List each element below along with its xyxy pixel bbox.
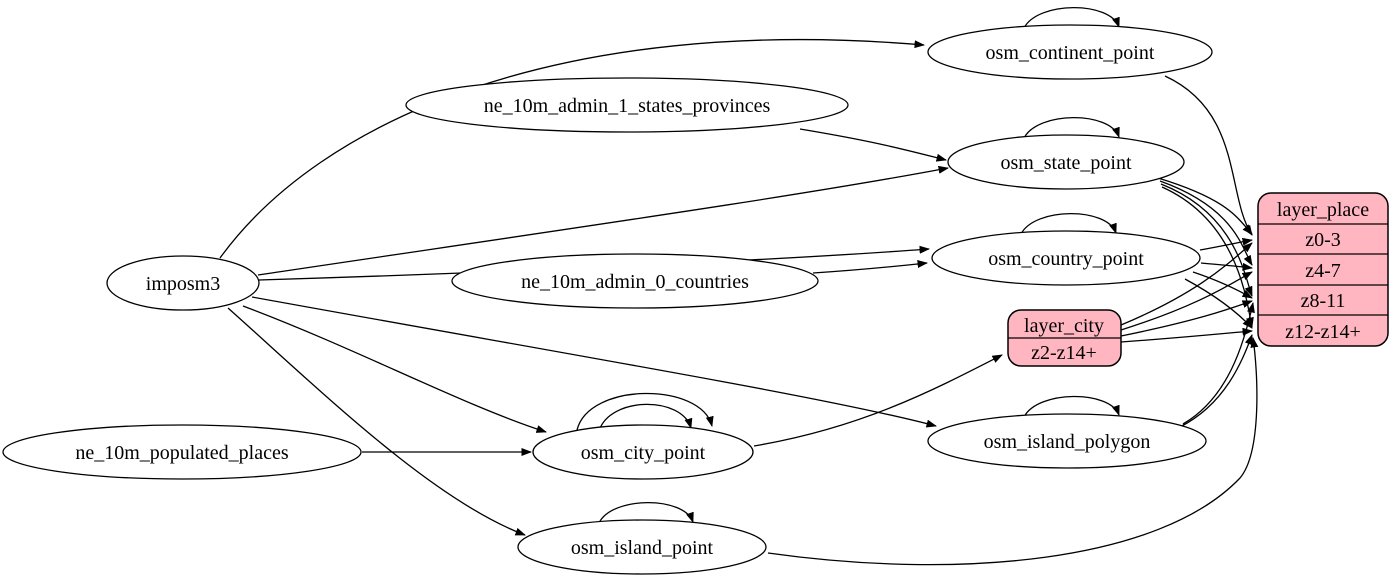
node-osm_island_polygon-label: osm_island_polygon [984,431,1151,453]
node-osm_continent_point-shape [927,24,1213,80]
record-layer_place-row-z0-3: z0-3 [1305,229,1341,251]
node-osm_state_point-shape [947,134,1185,190]
edge-osm_island_point-layer_place-z12-z14 [767,337,1259,566]
node-ne_10m_populated_places-shape [2,424,362,480]
record-layer_city: layer_city z2-z14+ [1007,309,1122,367]
edge-osm_state_point-layer_place-z4-7 [1159,180,1253,266]
node-ne_10m_populated_places: ne_10m_populated_places [2,424,362,480]
edge-imposm3-osm_island_point [227,307,526,536]
node-osm_state_point-label: osm_state_point [1000,152,1132,174]
node-osm_continent_point: osm_continent_point [927,24,1213,80]
node-ne_10m_admin_0_countries: ne_10m_admin_0_countries [451,253,819,309]
record-layer_place-row-z12-z14: z12-z14+ [1285,321,1361,343]
edge-osm_island_polygon-layer_place-z8-11 [1182,302,1255,425]
node-osm_island_polygon: osm_island_polygon [927,413,1207,469]
edge-osm_continent_point-layer_place-z0-3 [1164,75,1253,236]
edge-ne_10m_admin_1_states_provinces-osm_state_point [799,128,947,162]
edge-layer_city-layer_place-z12-z14 [1120,327,1253,343]
record-layer_city-row-z2-z14: z2-z14+ [1031,342,1097,364]
node-osm_country_point-shape [931,230,1201,286]
edge-ne_10m_admin_0_countries-osm_country_point [812,260,928,274]
edge-osm_city_point-self-loop-outer [576,392,714,431]
node-ne_10m_admin_1_states_provinces-label: ne_10m_admin_1_states_provinces [484,95,771,117]
node-ne_10m_admin_0_countries-label: ne_10m_admin_0_countries [521,271,749,293]
node-imposm3: imposm3 [106,255,260,311]
node-osm_island_point-shape [517,519,767,575]
node-ne_10m_admin_1_states_provinces-shape [405,77,849,133]
record-layer_place-title: layer_place [1277,199,1369,221]
record-layer_place: layer_place z0-3 z4-7 z8-11 z12-z14+ [1257,192,1389,347]
edge-imposm3-osm_state_point [257,165,949,276]
edge-osm_island_point-self-loop [598,501,694,524]
edges [219,6,1259,566]
edge-osm_island_polygon-layer_place-z12-z14 [1179,334,1253,428]
node-osm_island_polygon-shape [927,413,1207,469]
node-osm_island_point: osm_island_point [517,519,767,575]
edge-osm_island_polygon-self-loop [1023,395,1120,418]
edge-imposm3-osm_city_point [242,305,547,433]
node-ne_10m_admin_1_states_provinces: ne_10m_admin_1_states_provinces [405,77,849,133]
edge-imposm3-osm_continent_point [219,39,925,259]
edge-layer_city-layer_place-z8-11 [1120,300,1253,337]
edge-osm_state_point-layer_place-z0-3 [1157,177,1253,235]
node-osm_country_point-label: osm_country_point [988,248,1144,270]
edge-osm_state_point-self-loop [1023,116,1120,139]
node-osm_continent_point-label: osm_continent_point [986,42,1155,64]
record-layer_place-row-z4-7: z4-7 [1305,260,1341,282]
edge-osm_country_point-self-loop [1020,212,1117,235]
node-osm_city_point: osm_city_point [532,424,754,480]
node-osm_state_point: osm_state_point [947,134,1185,190]
edge-layer_city-layer_place-z0-3 [1120,242,1253,326]
edge-imposm3-osm_island_polygon [251,296,937,428]
edge-osm_country_point-layer_place-z4-7 [1200,262,1253,271]
record-layer_place-shape [1257,192,1389,347]
edge-osm_city_point-self-loop-inner [598,403,693,432]
node-ne_10m_populated_places-label: ne_10m_populated_places [75,442,288,464]
edge-layer_city-layer_place-z4-7 [1120,271,1253,331]
edge-osm_country_point-layer_place-z0-3 [1199,237,1253,251]
node-imposm3-shape [106,255,260,311]
record-layer_city-title: layer_city [1024,315,1104,337]
node-ne_10m_admin_0_countries-shape [451,253,819,309]
record-layer_place-row-z8-11: z8-11 [1301,290,1346,312]
node-osm_country_point: osm_country_point [931,230,1201,286]
node-osm_island_point-label: osm_island_point [571,537,714,559]
edge-osm_country_point-layer_place-z12-z14 [1184,278,1253,329]
node-osm_city_point-shape [532,424,754,480]
node-osm_city_point-label: osm_city_point [581,442,706,464]
edge-osm_continent_point-self-loop [1023,6,1120,29]
node-imposm3-label: imposm3 [146,273,220,295]
edge-osm_city_point-layer_city [753,354,1003,447]
